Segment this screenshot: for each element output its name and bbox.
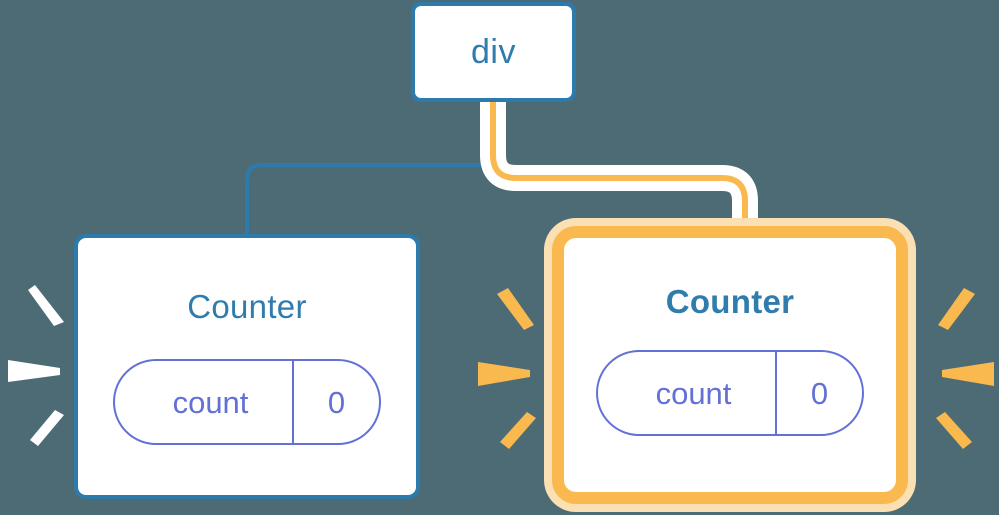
state-key-left: count (172, 384, 249, 420)
burst-wedge-up-icon (938, 288, 975, 330)
node-counter-left[interactable]: Counter count 0 (74, 234, 420, 499)
node-div[interactable]: div (411, 2, 576, 102)
state-value-left: 0 (292, 361, 379, 443)
burst-wedge-mid-icon (8, 360, 60, 382)
burst-wedge-up-icon (497, 288, 534, 330)
node-counter-left-label: Counter (187, 288, 307, 325)
node-div-label: div (471, 33, 516, 71)
burst-wedge-down-icon (30, 410, 64, 446)
burst-wedge-up-icon (28, 285, 64, 326)
burst-wedge-down-icon (936, 412, 972, 449)
node-counter-right[interactable]: Counter count 0 (552, 226, 908, 504)
state-key-right: count (655, 375, 732, 411)
node-counter-right-label: Counter (665, 283, 795, 320)
state-pill-left: count 0 (113, 359, 381, 445)
edge-root-to-left (245, 100, 495, 240)
burst-wedge-mid-icon (478, 362, 530, 386)
state-pill-right: count 0 (596, 350, 864, 436)
edge-root-to-right-halo (480, 100, 758, 244)
state-value-right: 0 (775, 352, 862, 434)
burst-wedge-mid-icon (942, 362, 994, 386)
burst-wedge-down-icon (500, 412, 536, 449)
edge-root-to-right (490, 100, 748, 244)
